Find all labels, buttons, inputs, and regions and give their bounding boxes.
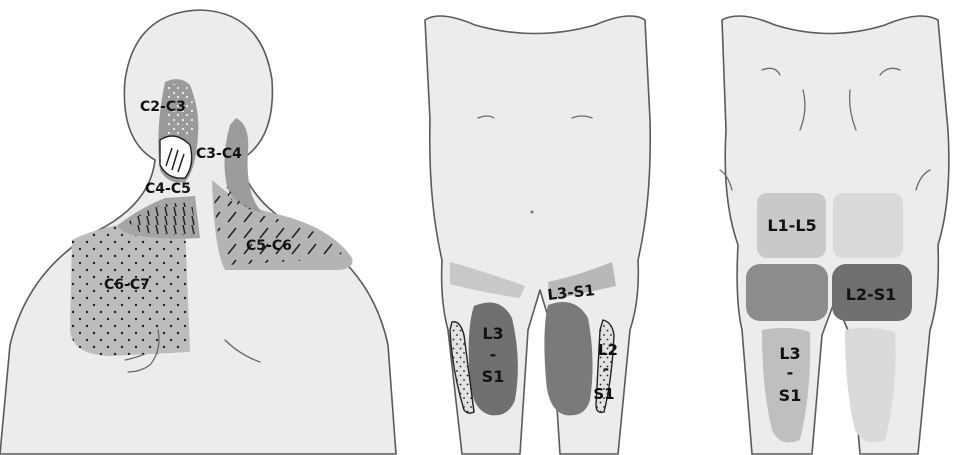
label-c6-c7: C6-C7 xyxy=(104,277,150,293)
label-lateral-line2: - xyxy=(603,360,609,378)
label-back-thigh-line1: L3 xyxy=(779,344,800,363)
zone-l2-s1-left xyxy=(746,264,828,321)
label-lateral-line1: L2 xyxy=(598,341,618,359)
label-back-thigh-line3: S1 xyxy=(779,386,802,405)
label-c5-c6: C5-C6 xyxy=(246,238,292,254)
label-l2-s1: L2-S1 xyxy=(846,285,897,304)
label-front-thigh-line1: L3 xyxy=(482,324,503,343)
label-c4-c5: C4-C5 xyxy=(145,181,191,197)
figure-neck-back: C2-C3 C3-C4 C4-C5 C5-C6 C6-C7 xyxy=(0,10,396,454)
zone-back-thigh-right xyxy=(845,328,896,443)
zone-l1-l5-right xyxy=(833,193,903,258)
figure-front-body: L3-S1 L3 - S1 L2 - S1 xyxy=(425,16,650,454)
label-c2-c3: C2-C3 xyxy=(140,99,186,115)
label-l1-l5: L1-L5 xyxy=(767,216,816,235)
label-c3-c4: C3-C4 xyxy=(196,146,242,162)
label-front-thigh-line2: - xyxy=(490,345,497,364)
figure-back-body: L1-L5 L2-S1 L3 - S1 xyxy=(720,16,949,454)
zone-front-thigh-right xyxy=(544,302,592,415)
label-back-thigh-line2: - xyxy=(787,363,794,382)
navel xyxy=(531,211,534,214)
label-front-thigh-line3: S1 xyxy=(482,367,505,386)
label-lateral-line3: S1 xyxy=(593,385,614,403)
